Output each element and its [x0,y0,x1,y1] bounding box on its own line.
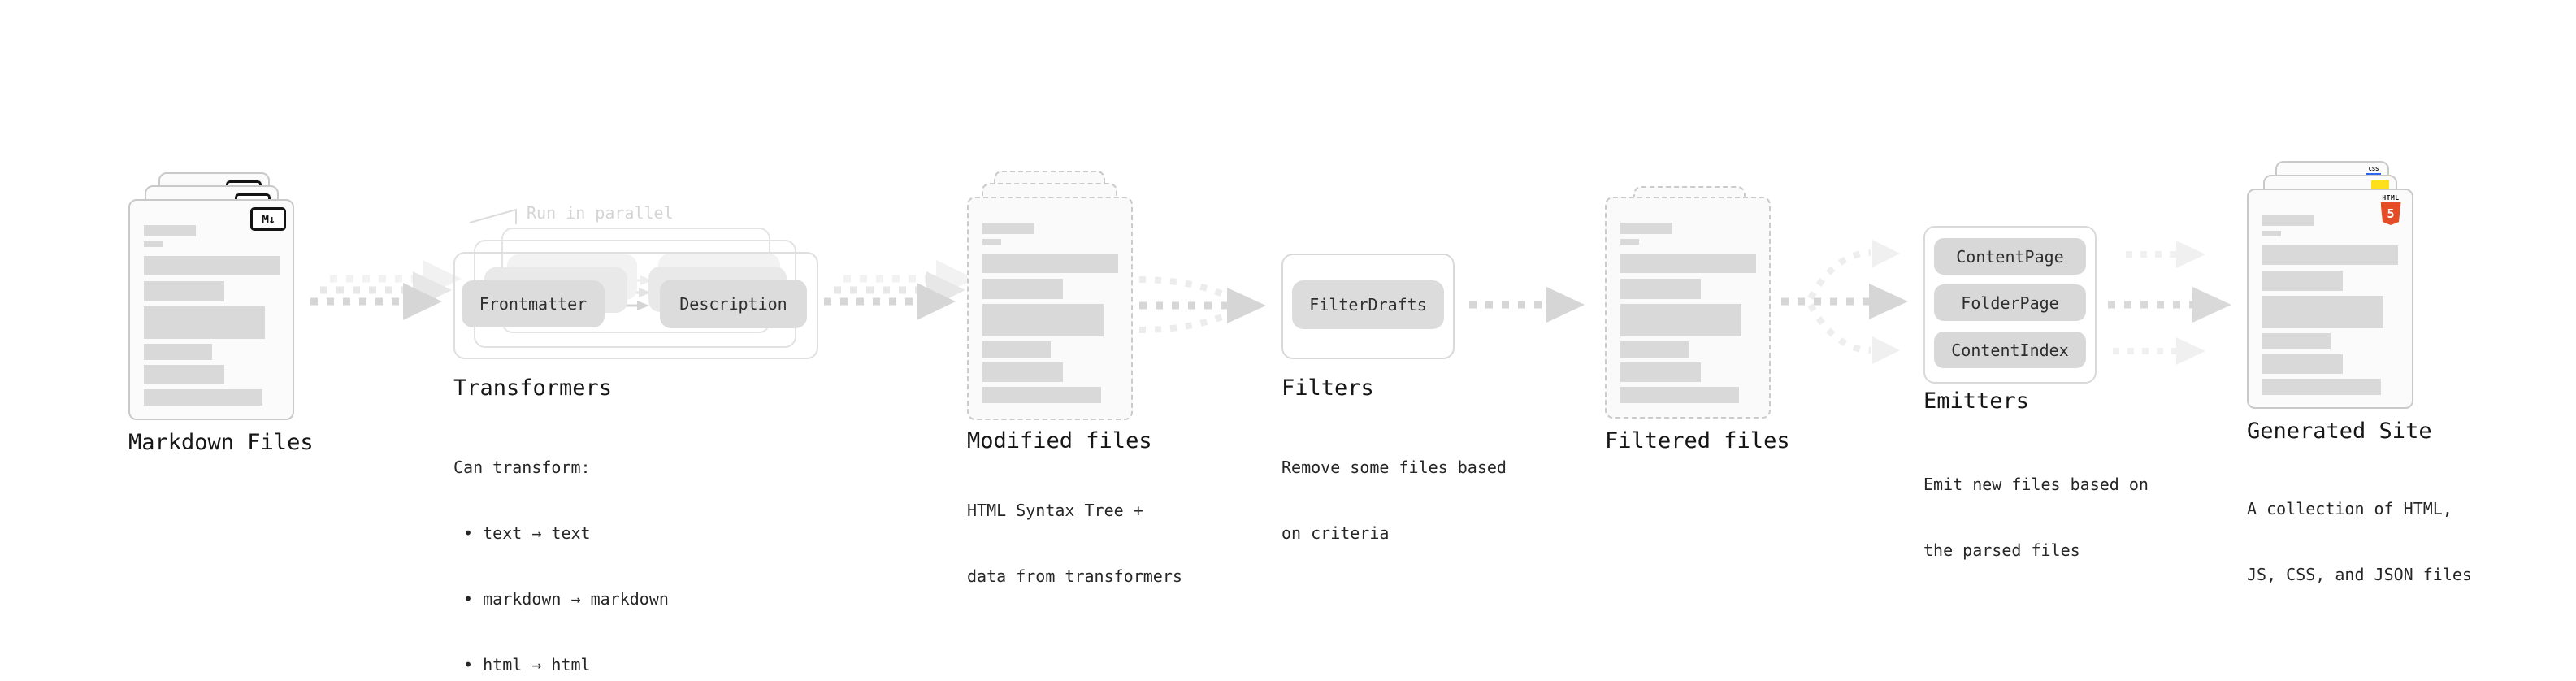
transformers-description-line: • markdown → markdown [453,589,669,609]
skeleton-text-bar [144,256,280,275]
note-leader-line [469,208,517,224]
skeleton-text-bar [144,389,262,406]
skeleton-text-bar [982,387,1101,403]
modified-files-description-line: HTML Syntax Tree + [967,501,1143,520]
html5-icon: HTML 5 [2379,195,2402,225]
markdown-files-title: Markdown Files [128,430,314,455]
emitters-box: ContentPage FolderPage ContentIndex [1923,226,2097,384]
skeleton-text-bar [144,281,224,301]
skeleton-text-bar [1620,387,1739,403]
skeleton-text-bar [2262,354,2343,374]
skeleton-text-bar [144,241,163,247]
transformers-title: Transformers [453,375,613,401]
filters-description: Remove some files based on criteria [1281,413,1507,588]
arrow-filtered-to-emitters [1781,240,1908,364]
markdown-file-front: M↓ [128,199,294,420]
skeleton-text-bar [982,223,1034,234]
filters-box: FilterDrafts [1281,254,1455,359]
skeleton-text-bar [2262,271,2343,291]
frontmatter-pill: Frontmatter [462,280,605,327]
skeleton-text-bar [1620,304,1741,336]
html-file: HTML 5 [2247,189,2413,409]
transformers-description-line: • text → text [453,523,591,543]
generated-site-description-line: JS, CSS, and JSON files [2247,565,2472,584]
skeleton-text-bar [2262,379,2381,395]
html5-icon-label: HTML [2382,194,2400,202]
modified-file-front [967,197,1133,420]
skeleton-text-bar [982,341,1051,358]
skeleton-text-bar [2262,333,2331,349]
generated-site-title: Generated Site [2247,419,2432,444]
skeleton-text-bar [2262,231,2281,236]
generated-site-description-line: A collection of HTML, [2247,499,2452,518]
skeleton-text-bar [982,279,1063,299]
run-in-parallel-note: Run in parallel [527,203,674,223]
transformers-description-line: • html → html [453,655,591,674]
skeleton-text-bar [982,362,1063,382]
skeleton-text-bar [982,254,1118,273]
css-icon-label: CSS [2368,166,2379,172]
arrow-transformers-to-modified [824,260,975,320]
generated-site-description: A collection of HTML, JS, CSS, and JSON … [2247,454,2472,630]
transformers-description: Can transform: • text → text • markdown … [453,413,669,681]
modified-files-stack [967,171,1133,420]
skeleton-text-bar [1620,279,1701,299]
filtered-files-stack [1605,171,1771,419]
skeleton-text-bar [982,239,1001,245]
transformers-stack: Frontmatter Description [453,228,818,359]
skeleton-text-bar [1620,341,1689,358]
skeleton-text-bar [1620,362,1701,382]
filterdrafts-pill: FilterDrafts [1292,280,1444,329]
arrow-modified-to-filters [1138,276,1266,333]
modified-files-description-line: data from transformers [967,566,1182,586]
skeleton-text-bar [2262,245,2398,265]
skeleton-text-bar [1620,254,1756,273]
skeleton-text-bar [2262,296,2383,328]
emitters-description-line: the parsed files [1923,540,2080,560]
description-pill: Description [660,280,807,328]
emitters-description-line: Emit new files based on [1923,475,2149,494]
javascript-icon [2371,180,2389,191]
skeleton-text-bar [144,225,196,236]
skeleton-text-bar [144,365,224,384]
markdown-files-stack: M↓ M↓ M↓ [128,172,323,421]
html5-icon-shield: 5 [2380,202,2401,225]
arrow-markdown-to-transformers [310,260,462,320]
skeleton-text-bar [144,306,265,339]
arrow-filters-to-filtered [1469,287,1585,323]
skeleton-text-bar [144,344,212,360]
filters-title: Filters [1281,375,1374,401]
skeleton-text-bar [1620,223,1672,234]
filtered-files-title: Filtered files [1605,428,1790,453]
modified-files-title: Modified files [967,428,1152,453]
contentpage-pill: ContentPage [1934,238,2086,275]
generated-site-stack: CSS HTML 5 [2247,161,2442,410]
emitters-title: Emitters [1923,388,2030,414]
css-icon: CSS [2366,166,2381,176]
transformer-layer-front [453,252,818,359]
skeleton-text-bar [2262,215,2314,226]
markdown-icon: M↓ [250,207,286,231]
skeleton-text-bar [1620,239,1639,245]
arrow-emitters-to-generated [2108,241,2231,365]
css-icon-underline [2366,173,2381,176]
filtered-file-front [1605,197,1771,419]
skeleton-text-bar [982,304,1104,336]
folderpage-pill: FolderPage [1934,284,2086,321]
contentindex-pill: ContentIndex [1934,332,2086,368]
emitters-description: Emit new files based on the parsed files [1923,430,2149,605]
filters-description-line: Remove some files based [1281,458,1507,477]
transformers-description-line: Can transform: [453,458,591,477]
modified-files-description: HTML Syntax Tree + data from transformer… [967,456,1182,631]
filters-description-line: on criteria [1281,523,1390,543]
